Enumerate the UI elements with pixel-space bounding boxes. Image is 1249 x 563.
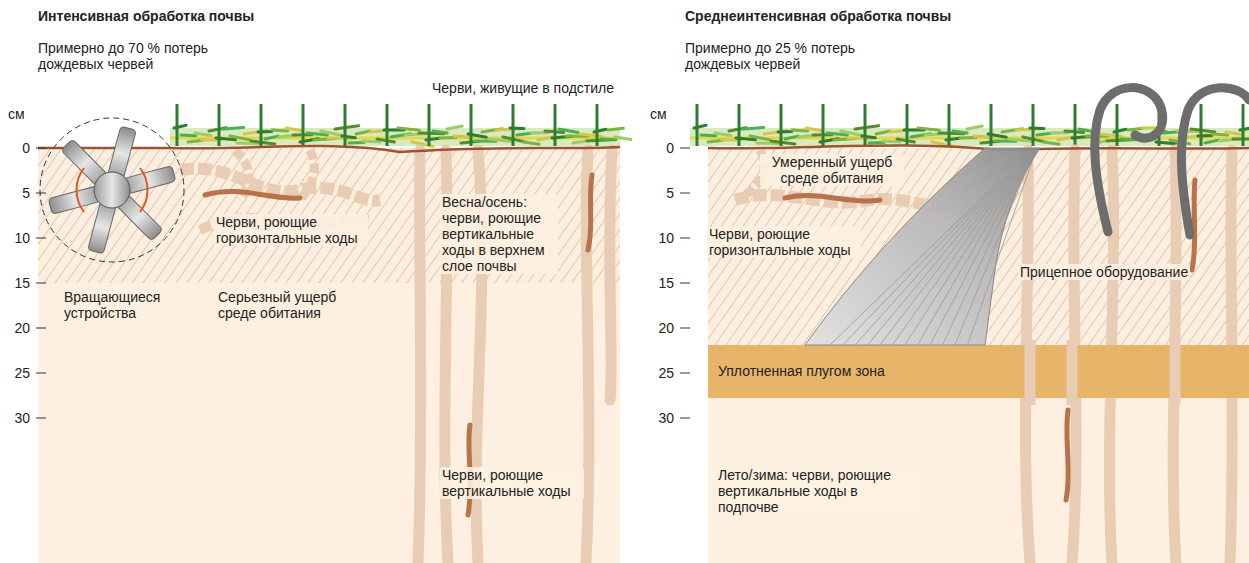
text-label: Умеренный ущерб среде обитания	[760, 154, 904, 186]
text-label: Черви, роющие горизонтальные ходы	[707, 226, 861, 258]
text-label: 25	[4, 365, 30, 381]
text-label: 5	[648, 185, 674, 201]
text-label: 10	[4, 230, 30, 246]
vertical-burrows	[418, 150, 612, 563]
rotary-tiller	[40, 118, 184, 262]
ground-surface	[708, 145, 1249, 150]
text-label: Примерно до 25 % потерь дождевых червей	[685, 40, 885, 72]
vertical-burrows	[1030, 340, 1175, 405]
text-label: см	[8, 106, 25, 122]
horizontal-burrows	[735, 150, 950, 206]
text-label: 10	[648, 230, 674, 246]
tilled-layer	[708, 148, 1249, 345]
band-label: Уплотненная плугом зона	[718, 363, 1239, 379]
text-label: Черви, роющие вертикальные ходы	[440, 467, 584, 499]
text-label: 30	[648, 410, 674, 426]
text-label: Вращающиеся устройства	[64, 289, 184, 321]
text-label: 0	[4, 140, 30, 156]
text-label: 15	[4, 275, 30, 291]
subsoil	[38, 148, 620, 563]
text-label: 30	[4, 410, 30, 426]
text-label: 15	[648, 275, 674, 291]
text-label: см	[650, 106, 667, 122]
text-label: 20	[4, 320, 30, 336]
litter-layer	[170, 104, 1249, 147]
text-label: Черви, живущие в подстиле	[432, 80, 614, 96]
worms	[205, 175, 592, 515]
text-label: 20	[648, 320, 674, 336]
text-label: Весна/осень: черви, роющие вертикальные …	[440, 194, 558, 274]
depth-scale	[36, 148, 690, 418]
compacted-band: Уплотненная плугом зона	[708, 345, 1249, 398]
text-label: Интенсивная обработка почвы	[38, 8, 254, 24]
text-label: Серьезный ущерб среде обитания	[218, 289, 358, 321]
text-label: Черви, роющие горизонтальные ходы	[214, 214, 368, 246]
text-label: 25	[648, 365, 674, 381]
text-label: 5	[4, 185, 30, 201]
text-label: Среднеинтенсивная обработка почвы	[685, 8, 951, 24]
plough-pan-band	[708, 345, 1249, 398]
text-label: Прицепное оборудование	[1018, 264, 1190, 280]
text-label: 0	[648, 140, 674, 156]
text-label: Лето/зима: черви, роющие вертикальные хо…	[716, 467, 920, 515]
trailing-tines	[1095, 88, 1249, 235]
text-label: Примерно до 70 % потерь дождевых червей	[38, 40, 238, 72]
subsoil	[708, 148, 1249, 563]
